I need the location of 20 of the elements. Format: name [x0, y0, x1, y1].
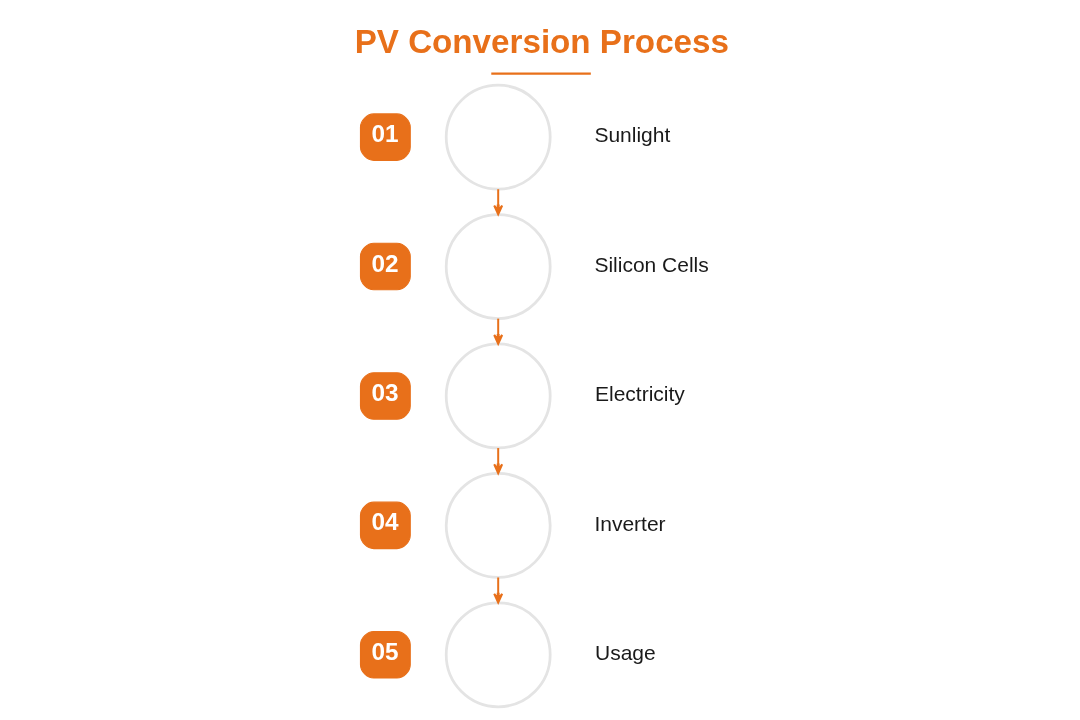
node-box: 03: [359, 372, 411, 420]
node-label: Silicon Cells: [593, 252, 709, 276]
node-circle: [444, 213, 552, 320]
node-box: 01: [359, 113, 411, 161]
node-label: Electricity: [594, 382, 685, 406]
node-box: 02: [359, 242, 411, 291]
diagram-title: PV Conversion Process: [354, 22, 729, 60]
arrow: [492, 317, 503, 345]
node-circle: [444, 342, 552, 450]
node-circle: [444, 601, 552, 709]
node-box: 04: [359, 501, 411, 550]
arrow: [492, 447, 503, 475]
arrow: [492, 576, 503, 604]
node-circle: [444, 472, 552, 579]
node-label: Usage: [594, 640, 656, 664]
node-label: Inverter: [593, 511, 666, 535]
node-box: 05: [359, 631, 411, 679]
node-circle: [444, 83, 552, 191]
arrow: [492, 188, 503, 216]
node-label: Sunlight: [593, 123, 670, 147]
